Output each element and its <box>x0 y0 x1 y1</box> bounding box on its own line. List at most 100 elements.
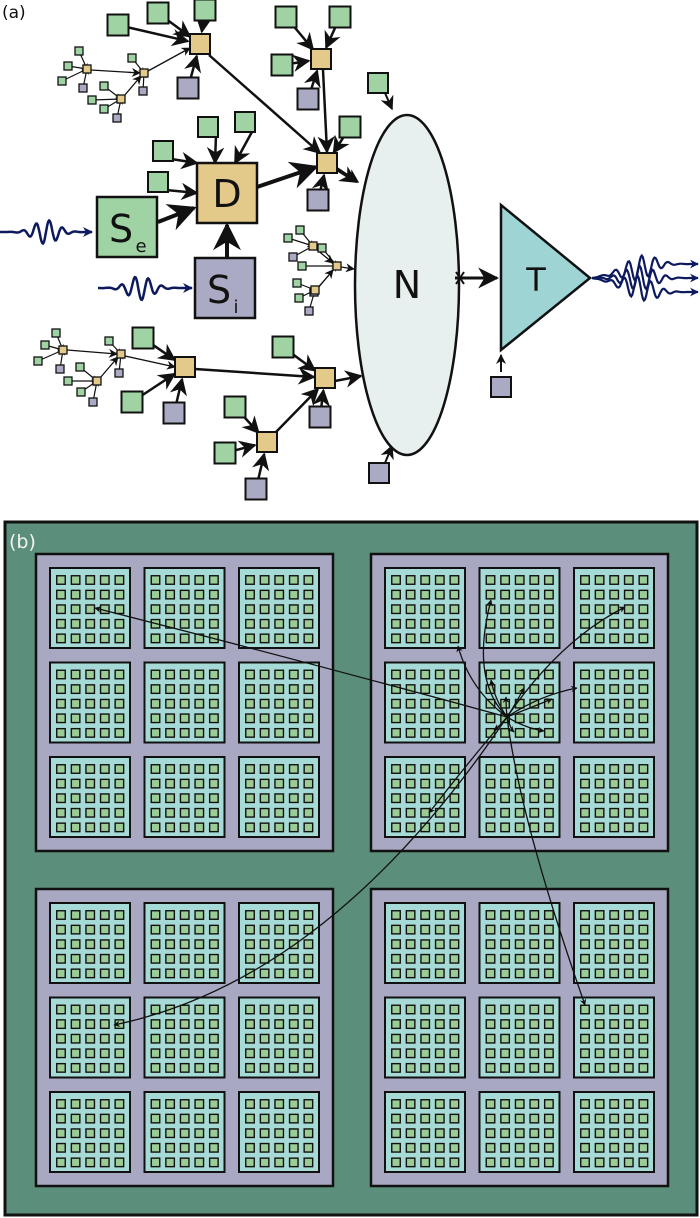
neuron-cell <box>580 764 590 774</box>
neuron-cell <box>70 575 81 585</box>
output-signal-waves <box>591 253 699 303</box>
excitatory-synapse <box>99 81 109 91</box>
neuron-cell <box>514 669 525 680</box>
connection-arrow <box>317 69 335 154</box>
excitatory-synapse <box>270 53 294 77</box>
neuron-cell <box>623 1128 634 1139</box>
neuron-cell <box>434 1062 445 1073</box>
neuron-cell <box>259 713 270 724</box>
excitatory-synapse <box>292 278 302 288</box>
neuron-cell <box>580 604 590 615</box>
neuron-cell <box>85 807 96 818</box>
neuron-cell <box>150 1157 161 1168</box>
neuron-cell <box>609 1048 620 1059</box>
neuron-cell <box>529 1004 540 1015</box>
neuron-cell <box>594 633 605 644</box>
neuron-cell <box>303 1048 314 1059</box>
neuron-cell <box>259 1048 270 1059</box>
neuron-cell <box>580 807 590 818</box>
neuron-cell <box>85 910 96 920</box>
neuron-cell <box>623 910 634 920</box>
neuron-cell <box>85 604 96 615</box>
neuron-cell <box>288 1019 299 1030</box>
neuron-cell <box>165 1099 176 1109</box>
neuron-cell <box>543 807 554 818</box>
neuron-cell <box>485 1004 496 1015</box>
neuron-cell <box>274 764 285 774</box>
neuron-cell <box>150 1062 161 1073</box>
neuron-cell <box>420 1128 431 1139</box>
neuron-cell <box>609 1004 620 1015</box>
neuron-cell <box>303 727 314 738</box>
neuron-cell <box>245 778 255 789</box>
neuron-cell <box>449 764 460 774</box>
neuron-cell <box>150 575 161 585</box>
neuron-cell <box>70 727 81 738</box>
dendrite-node <box>116 349 126 359</box>
transmitter-triangle <box>499 202 592 353</box>
tile <box>143 902 226 984</box>
neuron-cell <box>580 968 590 979</box>
neuron-cell <box>99 633 110 644</box>
neuron-cell <box>391 589 401 600</box>
neuron-cell <box>245 1004 255 1015</box>
neuron-cell <box>194 589 205 600</box>
neuron-cell <box>288 604 299 615</box>
neuron-cell <box>485 807 496 818</box>
neuron-cell <box>543 684 554 695</box>
excitatory-synapse <box>328 5 352 29</box>
neuron-cell <box>245 589 255 600</box>
neuron-cell <box>165 575 176 585</box>
dendrite-node <box>256 431 278 453</box>
neuron-cell <box>580 1048 590 1059</box>
neuron-cell <box>449 1033 460 1044</box>
neuron-cell <box>179 1113 190 1124</box>
neuron-cell <box>609 910 620 920</box>
neuron-cell <box>303 1099 314 1109</box>
neuron-cell <box>114 822 125 833</box>
tile <box>573 756 655 838</box>
tile <box>478 996 561 1079</box>
neuron-cell <box>543 1128 554 1139</box>
neuron-cell <box>303 684 314 695</box>
neuron-cell <box>500 778 511 789</box>
neuron-cell <box>594 618 605 629</box>
board <box>369 887 670 1188</box>
neuron-cell <box>259 968 270 979</box>
neuron-cell <box>85 1113 96 1124</box>
neuron-cell <box>623 1033 634 1044</box>
neuron-cell <box>529 793 540 804</box>
connection-arrow <box>324 27 341 50</box>
neuron-cell <box>391 604 401 615</box>
neuron-cell <box>245 1128 255 1139</box>
neuron-cell <box>609 1157 620 1168</box>
panel-b-label: (b) <box>9 531 36 553</box>
neuron-cell <box>420 910 431 920</box>
neuron-cell <box>245 604 255 615</box>
neuron-cell <box>420 713 431 724</box>
neuron-cell <box>529 764 540 774</box>
inhibitory-input-square <box>490 376 512 398</box>
neuron-cell <box>208 1113 219 1124</box>
neuron-cell <box>70 953 81 964</box>
connection-arrow <box>233 129 255 165</box>
neuron-cell <box>594 764 605 774</box>
neuron-cell <box>623 764 634 774</box>
route-arrow <box>488 679 508 718</box>
connection-arrow <box>292 25 315 51</box>
neuron-cell <box>150 1033 161 1044</box>
neuron-cell <box>405 807 416 818</box>
neuron-cell <box>194 764 205 774</box>
excitatory-synapse <box>76 387 86 397</box>
neuron-cell <box>434 1048 445 1059</box>
neuron-cell <box>420 1113 431 1124</box>
neuron-cell <box>434 924 445 935</box>
neuron-cell <box>208 684 219 695</box>
neuron-cell <box>594 1019 605 1030</box>
neuron-cell <box>114 924 125 935</box>
neuron-cell <box>288 968 299 979</box>
neuron-cell <box>99 727 110 738</box>
neuron-cell <box>609 727 620 738</box>
neuron-cell <box>514 1113 525 1124</box>
inhibitory-synapse <box>162 401 186 425</box>
